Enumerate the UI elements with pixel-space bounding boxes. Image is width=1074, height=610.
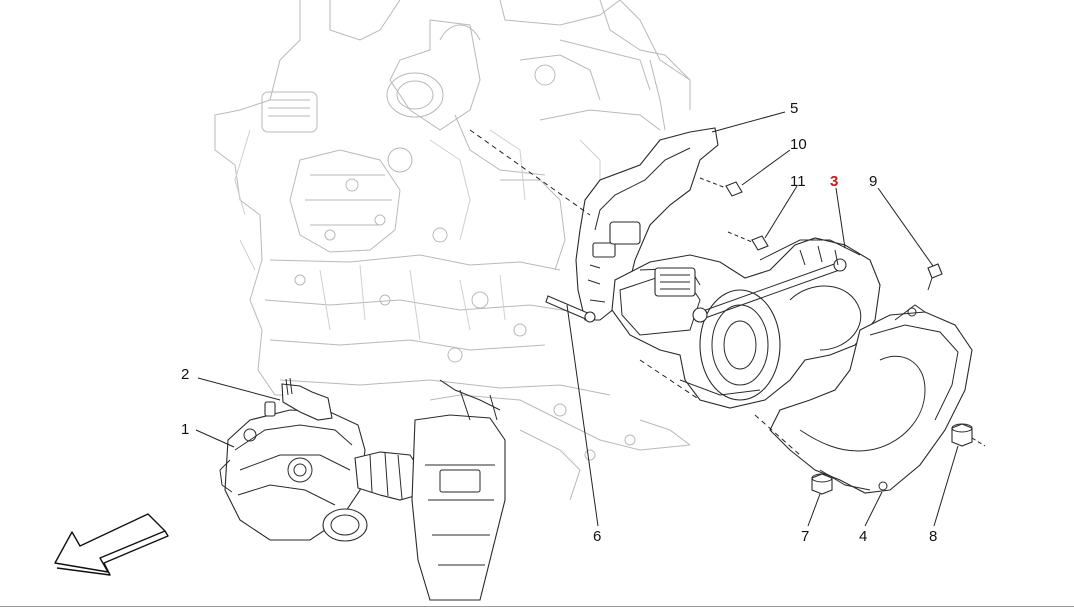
bottom-divider bbox=[0, 606, 1074, 607]
part-3-turbocharger[interactable] bbox=[611, 237, 881, 409]
part-2-fitting[interactable] bbox=[264, 377, 333, 421]
engine-block-outline bbox=[214, 0, 691, 501]
callout-3: 3 bbox=[830, 173, 838, 190]
callout-11: 11 bbox=[790, 173, 806, 190]
callout-2: 2 bbox=[181, 366, 189, 383]
arrow-down-left-icon bbox=[54, 513, 169, 576]
part-10-bolt[interactable] bbox=[699, 177, 743, 197]
callout-10: 10 bbox=[790, 136, 807, 153]
part-11-bolt[interactable] bbox=[727, 231, 769, 251]
part-1-housing[interactable] bbox=[219, 409, 368, 542]
part-8-nut[interactable] bbox=[951, 423, 986, 447]
callout-9: 9 bbox=[869, 173, 877, 190]
callout-6: 6 bbox=[593, 528, 601, 545]
leader-lines bbox=[195, 111, 959, 527]
part-7-nut[interactable] bbox=[811, 473, 833, 495]
part-4-heat-shield[interactable] bbox=[769, 304, 973, 494]
callout-8: 8 bbox=[929, 528, 937, 545]
part-5-gasket-plate[interactable] bbox=[575, 127, 719, 321]
centre-bracket bbox=[411, 379, 506, 601]
callout-labels: 1 2 3 4 5 6 7 8 9 10 11 bbox=[181, 100, 937, 545]
callout-1: 1 bbox=[181, 421, 189, 438]
callout-7: 7 bbox=[801, 528, 809, 545]
assembly-axis-lines bbox=[469, 129, 801, 456]
part-6-stud[interactable] bbox=[545, 295, 596, 323]
callout-4: 4 bbox=[859, 528, 867, 545]
coolant-hose bbox=[354, 451, 421, 501]
part-9-bolt[interactable] bbox=[927, 263, 943, 291]
callout-5: 5 bbox=[790, 100, 798, 117]
